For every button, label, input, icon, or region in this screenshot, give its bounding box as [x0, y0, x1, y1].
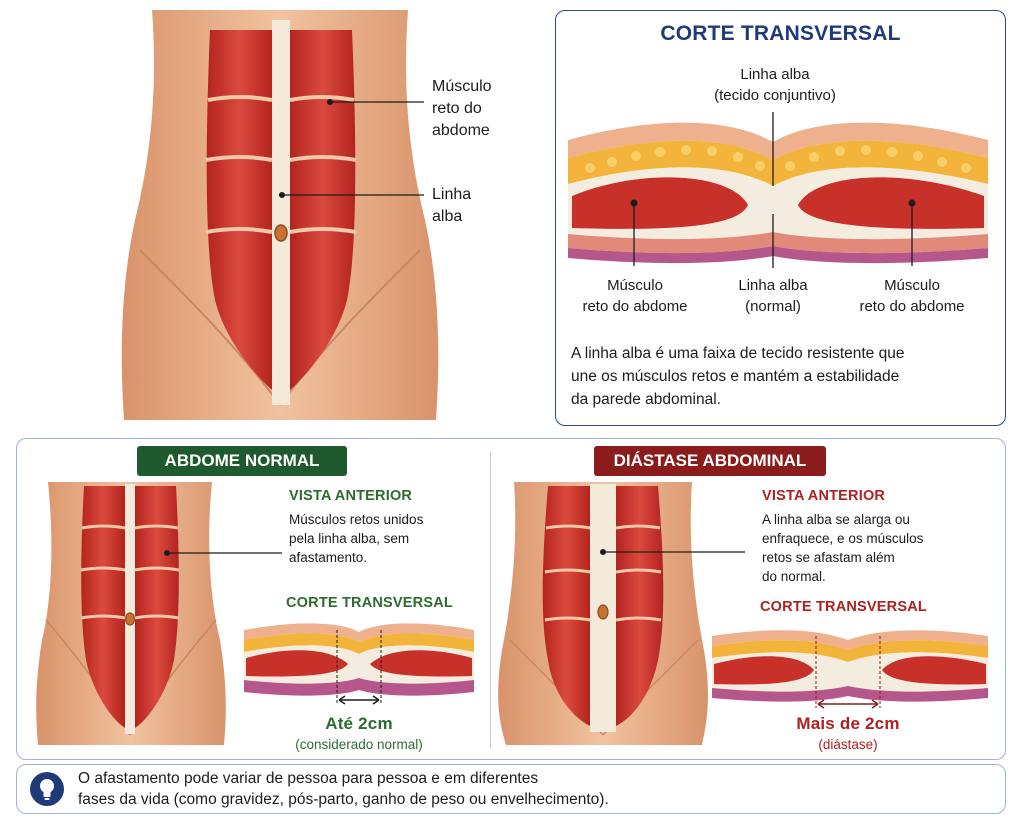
normal-measure: Até 2cm	[325, 714, 393, 733]
diastasis-section-title: CORTE TRANSVERSAL	[760, 599, 927, 615]
label-section-muscle-left: Músculo reto do abdome	[582, 277, 688, 315]
diastasis-measure-note: (diástase)	[818, 737, 878, 752]
cross-section-title: CORTE TRANSVERSAL	[660, 22, 901, 45]
label-rectus-muscle: Músculo reto do abdome	[432, 78, 492, 139]
diastasis-view-text: A linha alba se alarga ou enfraquece, e …	[762, 512, 924, 584]
rectus-right-top	[290, 30, 356, 390]
label-section-linea-normal: Linha alba (normal)	[738, 277, 808, 315]
lightbulb-icon	[30, 772, 64, 806]
normal-measure-note: (considerado normal)	[295, 737, 423, 752]
label-linea-alba: Linha alba	[432, 186, 472, 225]
normal-view-text: Músculos retos unidos pela linha alba, s…	[289, 512, 424, 565]
badge-normal-abdomen: ABDOME NORMAL	[137, 446, 347, 476]
section-muscle-left	[572, 177, 748, 229]
normal-view-title: VISTA ANTERIOR	[289, 488, 413, 504]
rectus-left-top	[206, 30, 272, 390]
footer-text: O afastamento pode variar de pessoa para…	[78, 770, 609, 808]
badge-diastasis: DIÁSTASE ABDOMINAL	[594, 446, 826, 476]
diastasis-view-title: VISTA ANTERIOR	[762, 488, 886, 504]
diastasis-measure: Mais de 2cm	[796, 714, 900, 733]
linea-alba-top	[272, 20, 290, 405]
navel	[274, 224, 288, 242]
label-section-muscle-right: Músculo reto do abdome	[859, 277, 965, 315]
label-linea-alba-connective: Linha alba (tecido conjuntivo)	[714, 66, 836, 104]
normal-section-title: CORTE TRANSVERSAL	[286, 595, 453, 611]
section-muscle-right	[798, 177, 984, 229]
comparison-divider	[490, 452, 491, 748]
cross-section-description: A linha alba é uma faixa de tecido resis…	[571, 345, 905, 408]
footer-note	[16, 764, 1006, 814]
